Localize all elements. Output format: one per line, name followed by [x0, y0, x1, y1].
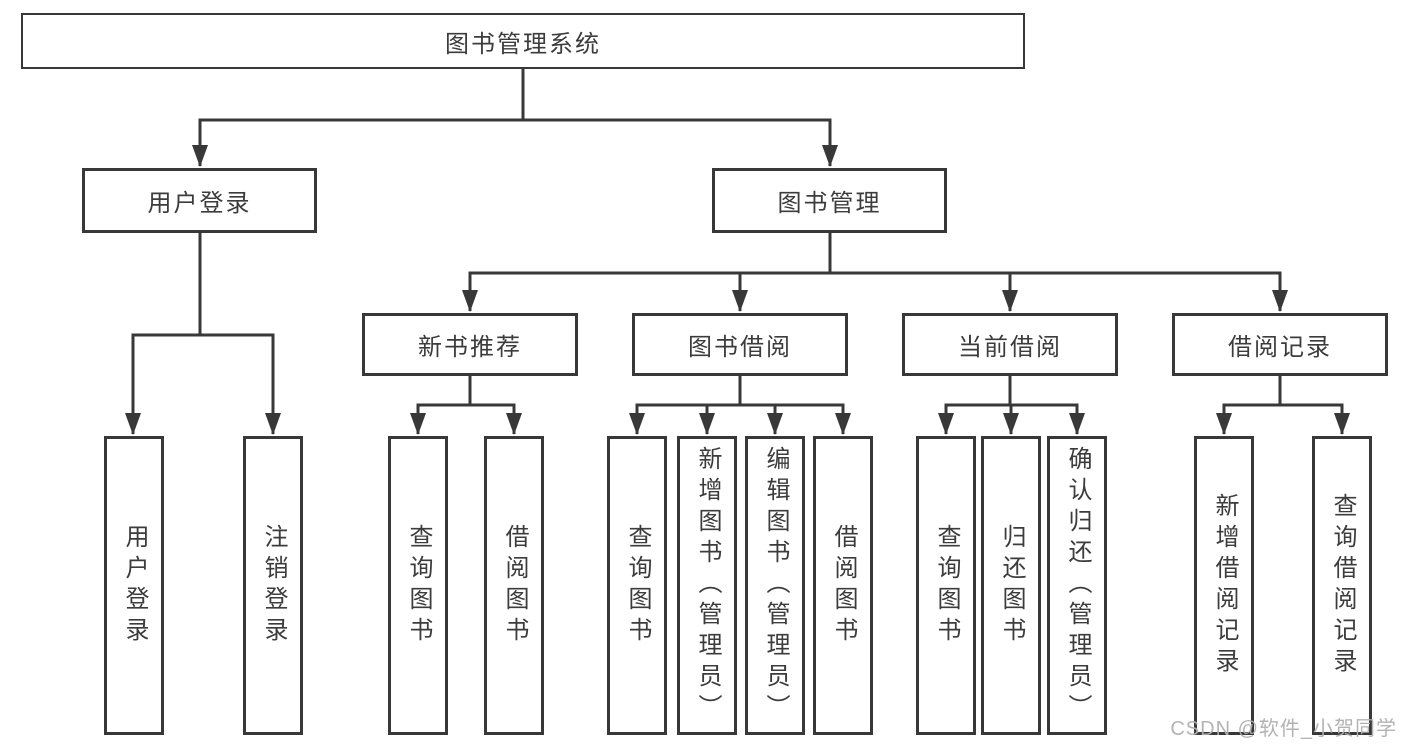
leaf-label: 查询图书	[405, 523, 432, 648]
leaf-add-borrow-record: 新增借阅记录	[1194, 436, 1254, 735]
leaf-label: 编辑图书（管理员）	[762, 446, 789, 725]
leaf-label: 借阅图书	[830, 523, 857, 648]
leaf-label: 注销登录	[260, 523, 287, 648]
node-borrowing-records: 借阅记录	[1172, 313, 1388, 376]
leaf-user-login: 用户登录	[104, 436, 164, 735]
leaf-borrow-books-borrow: 借阅图书	[813, 436, 873, 735]
node-book-management: 图书管理	[712, 168, 947, 233]
node-label: 图书借阅	[688, 334, 792, 361]
leaf-label: 查询图书	[933, 523, 960, 648]
node-book-borrowing: 图书借阅	[632, 313, 848, 376]
node-new-book-recommendation: 新书推荐	[362, 313, 578, 376]
watermark: CSDN @软件_小贺同学	[1170, 718, 1397, 740]
leaf-label: 新增借阅记录	[1211, 492, 1238, 679]
leaf-borrow-books-recommend: 借阅图书	[484, 436, 544, 735]
leaf-label: 查询图书	[624, 523, 651, 648]
leaf-confirm-return-admin: 确认归还（管理员）	[1047, 436, 1107, 735]
leaf-label: 用户登录	[121, 523, 148, 648]
leaf-label: 借阅图书	[501, 523, 528, 648]
leaf-logout: 注销登录	[243, 436, 303, 735]
leaf-add-book-admin: 新增图书（管理员）	[677, 436, 737, 735]
node-label: 当前借阅	[958, 334, 1062, 361]
node-user-login: 用户登录	[82, 168, 317, 233]
leaf-label: 新增图书（管理员）	[694, 446, 721, 725]
leaf-return-book: 归还图书	[981, 436, 1041, 735]
leaf-query-books-borrow: 查询图书	[607, 436, 667, 735]
node-label: 用户登录	[147, 190, 252, 217]
node-label: 图书管理系统	[445, 30, 601, 58]
leaf-label: 查询借阅记录	[1329, 492, 1356, 679]
node-label: 新书推荐	[418, 334, 522, 361]
leaf-edit-book-admin: 编辑图书（管理员）	[745, 436, 805, 735]
node-current-borrowing: 当前借阅	[902, 313, 1118, 376]
leaf-label: 归还图书	[998, 523, 1025, 648]
leaf-query-books-recommend: 查询图书	[388, 436, 448, 735]
node-library-system-root: 图书管理系统	[21, 13, 1025, 69]
node-label: 图书管理	[777, 190, 882, 217]
node-label: 借阅记录	[1228, 334, 1332, 361]
leaf-query-borrow-record: 查询借阅记录	[1312, 436, 1372, 735]
leaf-query-books-current: 查询图书	[916, 436, 976, 735]
leaf-label: 确认归还（管理员）	[1064, 446, 1091, 725]
